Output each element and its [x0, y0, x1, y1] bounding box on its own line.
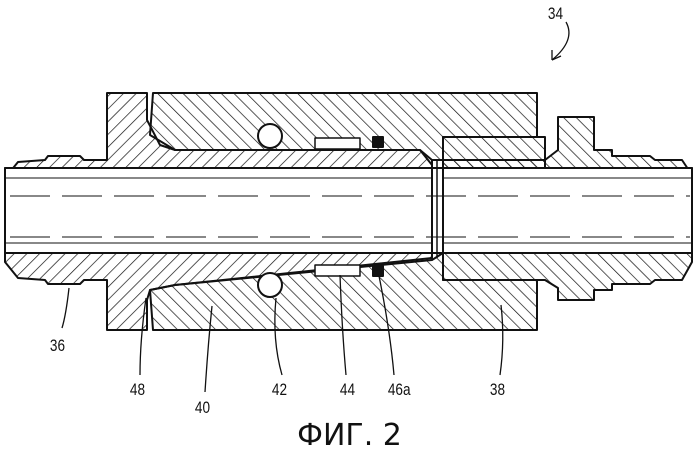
label-34: 34 [548, 4, 563, 24]
sleeve-upper [315, 138, 360, 149]
label-42: 42 [272, 380, 287, 400]
seal-46a-lower [373, 266, 383, 276]
label-36: 36 [50, 336, 65, 356]
seal-46a-upper [373, 137, 383, 147]
ball-upper [258, 124, 282, 148]
figure-title: ФИГ. 2 [0, 418, 699, 453]
label-48: 48 [130, 380, 145, 400]
sleeve-lower [315, 265, 360, 276]
label-38: 38 [490, 380, 505, 400]
label-46a: 46a [388, 380, 411, 400]
ball-lower [258, 273, 282, 297]
label-40: 40 [195, 398, 210, 418]
right-fitting-body [443, 137, 545, 168]
assembly-arrow [552, 22, 569, 60]
bore [5, 168, 692, 253]
label-44: 44 [340, 380, 355, 400]
